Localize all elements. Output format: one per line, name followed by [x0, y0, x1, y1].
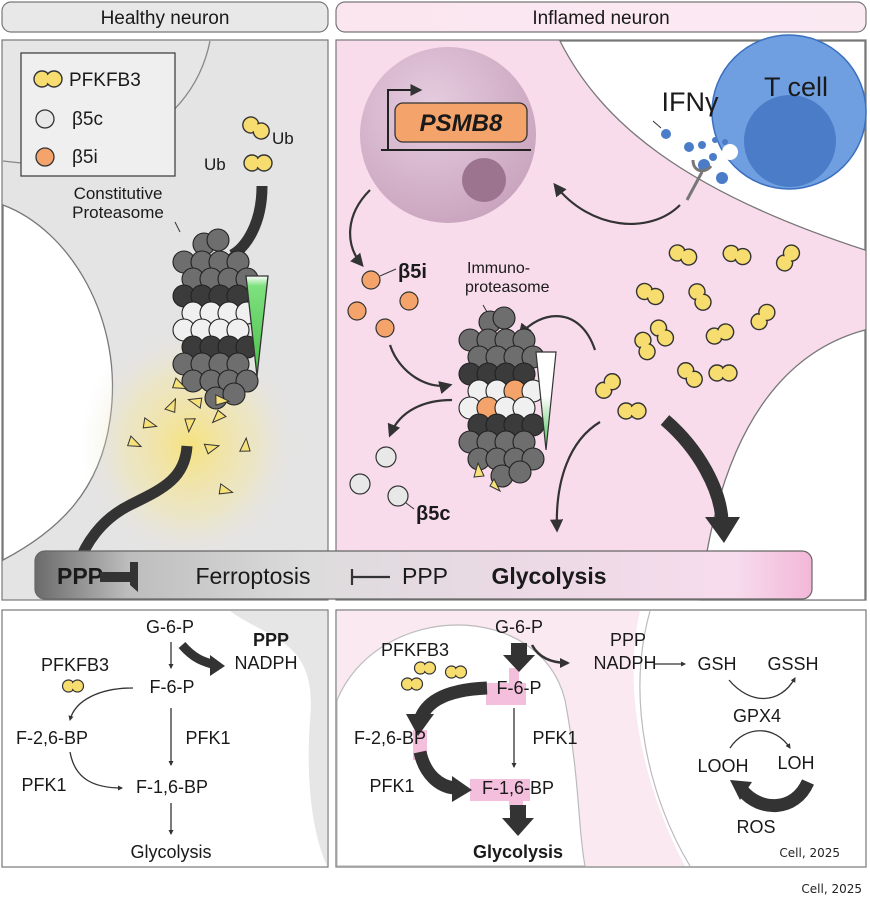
- ppp-label: PPP: [610, 630, 646, 650]
- f6p-label: F-6-P: [497, 678, 542, 698]
- signal-arrow: [553, 182, 681, 225]
- gssh-label: GSSH: [767, 654, 818, 674]
- healthy-panel: PFKFB3 β5c β5i Ub Ub Constitutive Protea…: [1, 39, 329, 601]
- pfkfb3-dimer: [708, 364, 738, 382]
- panel-citation: Cell, 2025: [779, 846, 840, 860]
- gpx4-label: GPX4: [733, 706, 781, 726]
- peptide-fragment: [218, 482, 234, 495]
- proteasome-subunit: [508, 460, 532, 484]
- header-healthy-label: Healthy neuron: [101, 8, 230, 29]
- peptide-fragment: [203, 443, 221, 455]
- constitutive-proteasome: [172, 228, 259, 410]
- peptide-fragment: [171, 377, 188, 390]
- ifng-label: IFNγ: [662, 87, 719, 117]
- ub-pfkfb3-lower: Ub: [204, 154, 273, 174]
- ppp-flux-arrow: [549, 421, 601, 533]
- nadph-label: NADPH: [234, 653, 297, 673]
- peptide-fragment: [164, 397, 177, 414]
- peptide-fragment: [215, 394, 231, 406]
- nadph-label: NADPH: [593, 653, 656, 673]
- proteasome-subunit: [222, 382, 246, 406]
- f6p-label: F-6-P: [150, 677, 195, 697]
- f26bp-label: F-2,6-BP: [16, 728, 88, 748]
- header-inflamed: Inflamed neuron: [335, 1, 867, 33]
- promoter-arrow: [387, 84, 423, 150]
- header-healthy: Healthy neuron: [1, 1, 329, 33]
- immunoproteasome: [458, 306, 545, 488]
- f26bp-label: F-2,6-BP: [354, 728, 426, 748]
- ifng-molecules: [661, 129, 728, 184]
- legend-b5i-icon: [35, 147, 55, 167]
- summary-glycolysis: Glycolysis: [491, 563, 606, 589]
- ub-label: Ub: [272, 129, 294, 148]
- peptide-fragment: [126, 435, 143, 448]
- legend-pfkfb3-label: PFKFB3: [69, 70, 141, 91]
- pathway-inflamed: G-6-P PPP NADPH GSH GSSH GPX4 LOOH LOH R…: [335, 609, 867, 868]
- summary-ppp-right: PPP: [402, 563, 448, 589]
- ub-label: Ub: [204, 155, 226, 174]
- summary-ferroptosis: Ferroptosis: [195, 563, 310, 589]
- footer-citation: Cell, 2025: [801, 882, 862, 896]
- looh-label: LOOH: [697, 756, 748, 776]
- expression-arrow: [349, 189, 371, 268]
- peptide-fragment: [187, 397, 203, 410]
- ros-label: ROS: [736, 817, 775, 837]
- g6p-label: G-6-P: [495, 617, 543, 637]
- glycolysis-label: Glycolysis: [130, 842, 211, 862]
- activity-gradient-low: [535, 351, 557, 451]
- summary-ppp-left: PPP: [57, 563, 103, 589]
- loh-label: LOH: [777, 753, 814, 773]
- t-cell-label: T cell: [764, 72, 828, 102]
- gene-box: [394, 102, 528, 143]
- immunoproteasome-label: Immuno-: [467, 260, 530, 277]
- legend: PFKFB3 β5c β5i: [20, 52, 176, 177]
- immunoproteasome-label: proteasome: [465, 279, 550, 296]
- gsh-label: GSH: [697, 654, 736, 674]
- pfkfb3-label: PFKFB3: [41, 655, 109, 675]
- activity-gradient-high: [245, 275, 269, 377]
- ppp-label: PPP: [253, 630, 289, 650]
- legend-b5c-icon: [35, 109, 55, 129]
- legend-b5i-label: β5i: [72, 147, 98, 168]
- pfkfb3-dimer: [617, 402, 647, 420]
- legend-pfkfb3-icon: [33, 70, 63, 88]
- peptide-fragment: [142, 416, 158, 429]
- inflamed-panel: PSMB8 T cell IFNγ β5i Immuno-: [335, 34, 867, 601]
- legend-b5c-label: β5c: [72, 109, 103, 130]
- proteasome-subunit: [206, 228, 230, 252]
- proteasome-subunit: [492, 306, 516, 330]
- proteasome-label: Proteasome: [72, 203, 164, 222]
- ifng-receptor: [691, 159, 713, 173]
- gene-label: PSMB8: [420, 110, 503, 137]
- peptide-fragment: [211, 409, 227, 424]
- header-inflamed-label: Inflamed neuron: [532, 8, 669, 29]
- pfk1-label: PFK1: [185, 728, 230, 748]
- peptide-fragments: [126, 377, 251, 495]
- pathway-healthy: G-6-P PPP NADPH PFKFB3 F-6-P F-2,6-BP PF…: [1, 609, 329, 868]
- pfk1-label: PFK1: [21, 775, 66, 795]
- g6p-label: G-6-P: [146, 617, 194, 637]
- b5c-subunits: [349, 446, 409, 507]
- peptide-fragment: [184, 418, 196, 434]
- proteasome-label: Constitutive: [74, 184, 163, 203]
- b5i-subunits: [347, 270, 419, 338]
- f16bp-label: F-1,6-BP: [482, 778, 554, 798]
- peptide-fragment: [239, 436, 251, 452]
- glycolysis-flux-arrow: [660, 415, 729, 521]
- ub-pfkfb3-upper: Ub: [239, 113, 294, 148]
- f16bp-label: F-1,6-BP: [136, 777, 208, 797]
- nucleolus: [462, 158, 506, 202]
- pfk1-label: PFK1: [532, 728, 577, 748]
- b5c-label: β5c: [416, 503, 450, 525]
- summary-bar: PPP Ferroptosis PPP Glycolysis: [34, 550, 813, 600]
- glycolysis-label: Glycolysis: [473, 842, 563, 862]
- b5i-label: β5i: [398, 261, 427, 283]
- pfk1-label: PFK1: [369, 776, 414, 796]
- pfkfb3-label: PFKFB3: [381, 640, 449, 660]
- t-cell-nucleus: [744, 95, 836, 187]
- ppp-arrow: [72, 445, 193, 567]
